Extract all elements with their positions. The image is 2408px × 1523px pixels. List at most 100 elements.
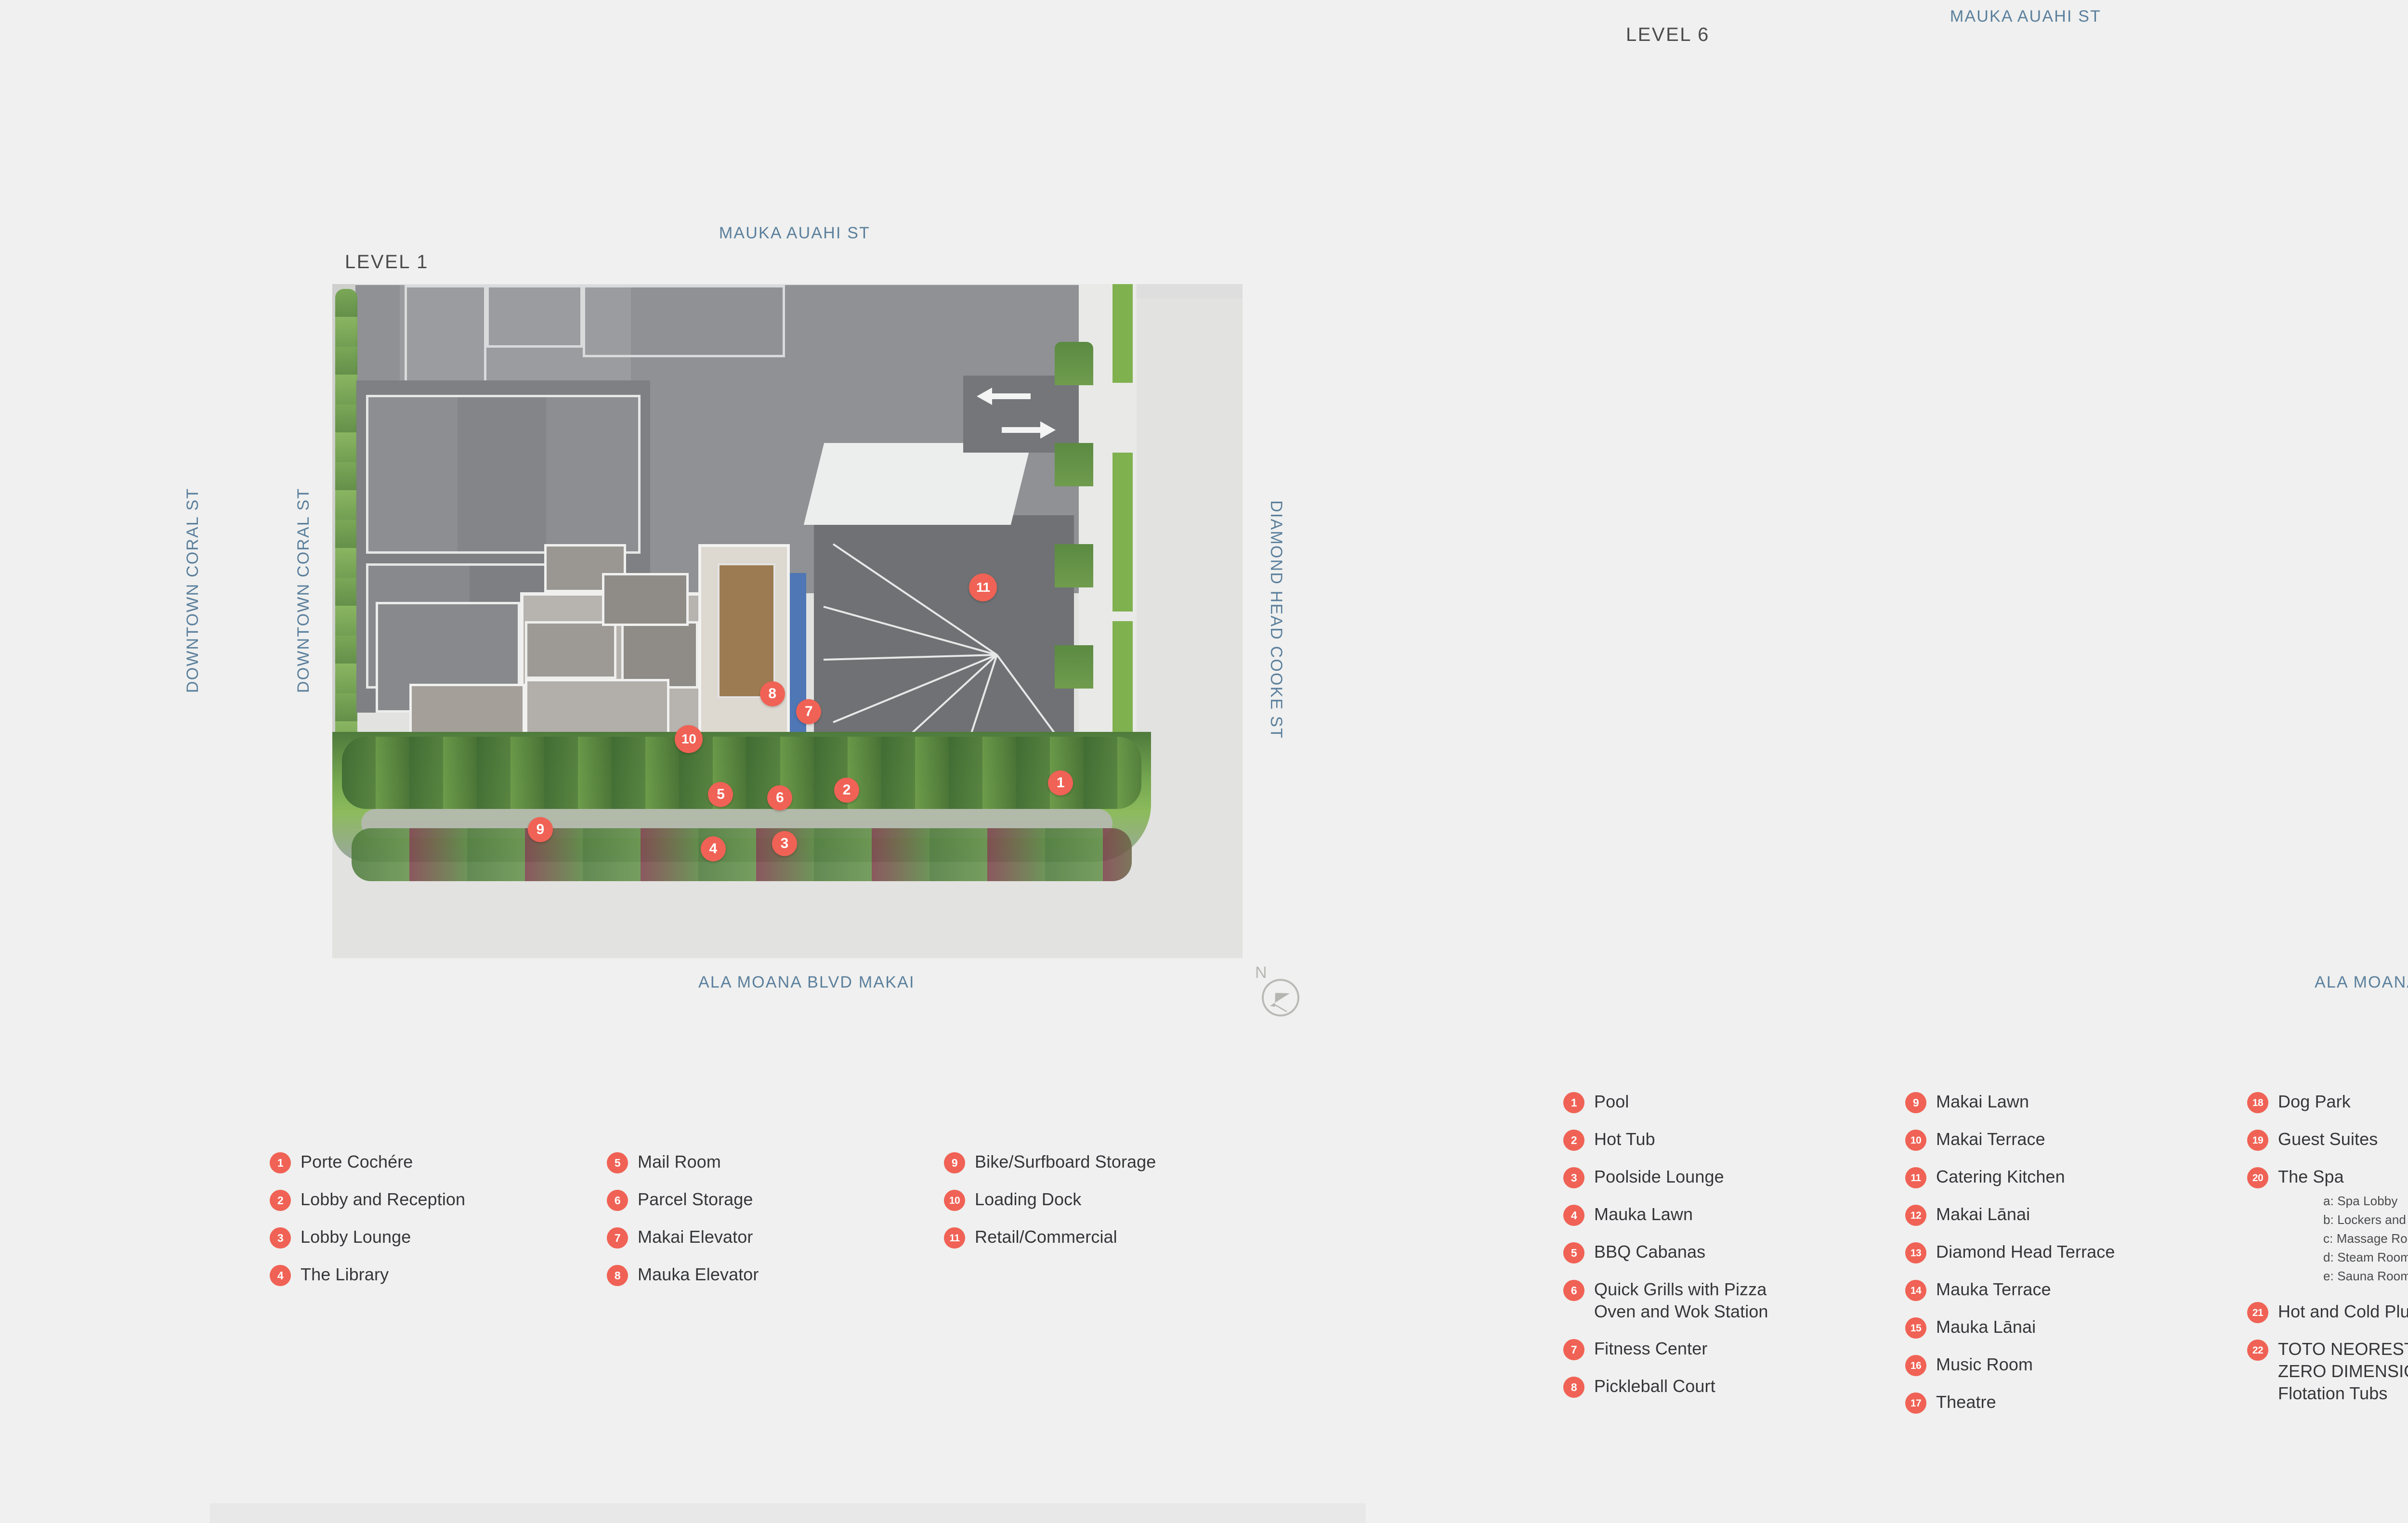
legend-number-badge: 8 — [607, 1265, 628, 1286]
legend-number-badge: 11 — [1905, 1167, 1926, 1188]
legend-item-4[interactable]: 4 Mauka Lawn — [1563, 1203, 1905, 1226]
compass-north-label: N — [1255, 963, 1268, 982]
legend-item-label: Diamond Head Terrace — [1936, 1242, 2115, 1262]
legend-number-badge: 4 — [1563, 1205, 1584, 1226]
legend-item-label: Makai Lānai — [1936, 1204, 2030, 1224]
legend-number-badge: 6 — [1563, 1280, 1584, 1301]
map-marker-2[interactable]: 2 — [834, 778, 859, 803]
legend-item-1[interactable]: 1 Pool — [1563, 1091, 1905, 1113]
legend-number-badge: 3 — [270, 1227, 291, 1249]
legend-number-badge: 8 — [1563, 1377, 1584, 1398]
legend-item-label: Mauka Lānai — [1936, 1317, 2036, 1337]
legend-number-badge: 2 — [270, 1190, 291, 1211]
legend-item-label: Lobby and Reception — [301, 1189, 466, 1209]
level-6-label: LEVEL 6 — [1626, 24, 1710, 45]
legend-number-badge: 11 — [944, 1227, 965, 1249]
legend-item-label: Quick Grills with Pizza Oven and Wok Sta… — [1594, 1279, 1768, 1322]
legend-item-label: Mauka Elevator — [638, 1264, 759, 1284]
level-1-label: LEVEL 1 — [345, 251, 429, 273]
map-marker-4[interactable]: 4 — [700, 836, 726, 862]
east-green-strip-mid — [1112, 453, 1133, 612]
legend-item-3[interactable]: 3 Poolside Lounge — [1563, 1166, 1905, 1188]
map-marker-9[interactable]: 9 — [527, 817, 553, 842]
map-marker-5[interactable]: 5 — [708, 781, 733, 807]
level-6-south-street-label: ALA MOANA BLVD MAKAI — [2315, 973, 2408, 991]
legend-item-8[interactable]: 8 Mauka Elevator — [607, 1263, 944, 1286]
legend-item-8[interactable]: 8 Pickleball Court — [1563, 1375, 1905, 1398]
legend-item-label: Poolside Lounge — [1594, 1167, 1724, 1186]
legend-item-label: Dog Park — [2278, 1092, 2351, 1111]
map-marker-10[interactable]: 10 — [675, 725, 703, 753]
map-marker-6[interactable]: 6 — [767, 785, 793, 810]
level-6-floorplan-map[interactable]: 1234556678910111213141516171819192021222… — [1274, 63, 2156, 939]
legend-number-badge: 1 — [1563, 1092, 1584, 1113]
level-6-north-street-label: MAUKA AUAHI ST — [1950, 7, 2102, 26]
legend-item-2[interactable]: 2 Lobby and Reception — [270, 1188, 607, 1211]
map-marker-3[interactable]: 3 — [772, 831, 797, 856]
legend-item-6[interactable]: 6 Quick Grills with Pizza Oven and Wok St… — [1563, 1278, 1905, 1323]
map-marker-8[interactable]: 8 — [759, 681, 785, 707]
legend-item-label: Mauka Lawn — [1594, 1204, 1693, 1224]
legend-number-badge: 3 — [1563, 1167, 1584, 1188]
south-flowering-trees — [352, 828, 1132, 881]
map-marker-1[interactable]: 1 — [1048, 770, 1073, 795]
legend-item-label: Bike/Surfboard Storage — [975, 1152, 1156, 1172]
legend-item-label: Pickleball Court — [1594, 1376, 1715, 1396]
legend-sub-item: d: Steam Rooms — [2323, 1250, 2408, 1265]
legend-number-badge: 10 — [944, 1190, 965, 1211]
legend-number-badge: 5 — [1563, 1242, 1584, 1263]
legend-number-badge: 10 — [1905, 1130, 1926, 1151]
legend-item-7[interactable]: 7 Makai Elevator — [607, 1226, 944, 1249]
east-green-strip-top — [1112, 284, 1133, 383]
legend-number-badge: 7 — [607, 1227, 628, 1249]
map-marker-11[interactable]: 11 — [969, 573, 997, 601]
legend-sub-item: a: Spa Lobby — [2323, 1194, 2398, 1209]
legend-number-badge: 2 — [1563, 1130, 1584, 1151]
bottom-panel-strip — [210, 1503, 1366, 1523]
legend-number-badge: 21 — [2247, 1302, 2268, 1324]
map-marker-7[interactable]: 7 — [796, 699, 822, 724]
compass-needle-icon — [1270, 993, 1290, 1013]
legend-number-badge: 7 — [1563, 1339, 1584, 1361]
legend-item-label: Theatre — [1936, 1392, 1996, 1412]
legend-item-label: Makai Elevator — [638, 1227, 753, 1247]
legend-item-label: Pool — [1594, 1092, 1629, 1111]
south-tree-row — [342, 737, 1141, 809]
legend-item-label: Porte Cochére — [301, 1152, 413, 1172]
level-1-compass: N — [1249, 963, 1307, 1026]
legend-number-badge: 6 — [607, 1190, 628, 1211]
legend-item-label: Guest Suites — [2278, 1129, 2378, 1149]
